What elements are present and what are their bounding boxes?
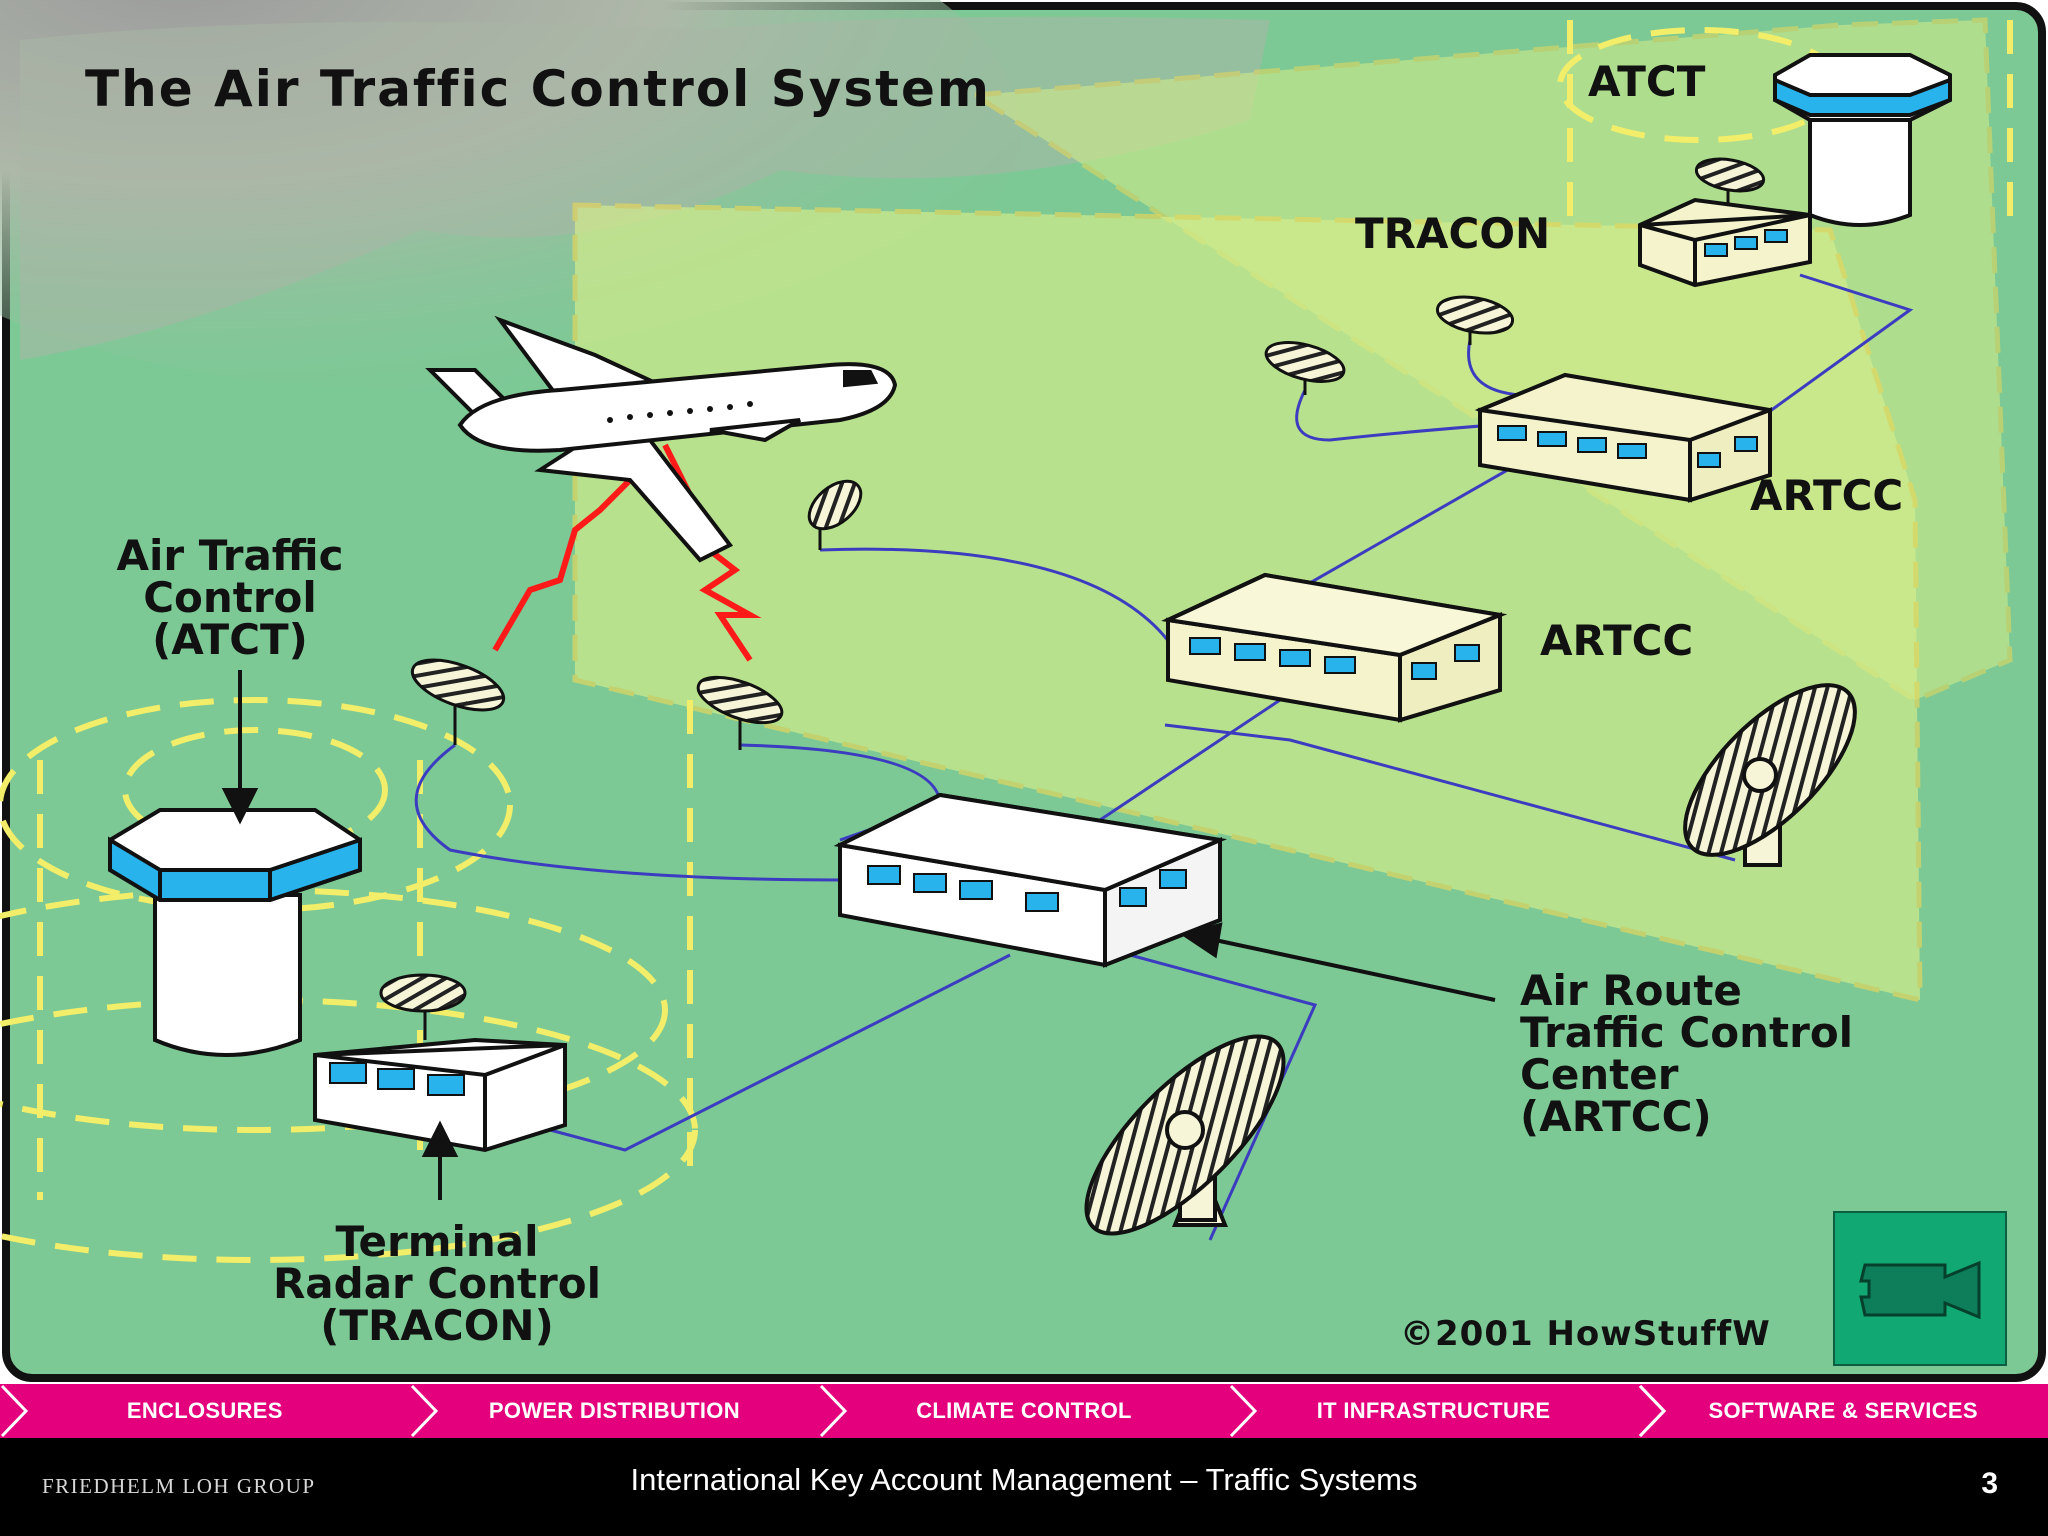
chevron-right-icon (820, 1384, 848, 1438)
label-atct-top: ATCT (1588, 57, 1706, 106)
radar-dish-back (1683, 683, 1857, 867)
tracon-building-lower (313, 1037, 567, 1153)
label-tracon-top: TRACON (1355, 209, 1550, 258)
nav-item-label: IT INFRASTRUCTURE (1316, 1398, 1551, 1423)
label-terminal-radar-line2: Radar Control (273, 1259, 601, 1308)
chevron-right-icon (1229, 1384, 1257, 1438)
antenna-icon (1264, 341, 1346, 395)
artcc-building-middle (1161, 572, 1508, 723)
tracon-building-top (1638, 197, 1812, 288)
video-play-button[interactable] (1833, 1211, 2007, 1366)
nav-item-it-infrastructure[interactable]: IT INFRASTRUCTURE (1229, 1384, 1639, 1438)
label-air-route-line3: Center (1520, 1050, 1679, 1099)
footer-title: International Key Account Management – T… (630, 1462, 1418, 1497)
artcc-building-upper (1474, 372, 1772, 503)
label-terminal-radar-line3: (TRACON) (320, 1301, 554, 1350)
nav-item-label: ENCLOSURES (126, 1398, 283, 1423)
nav-item-label: CLIMATE CONTROL (916, 1398, 1132, 1423)
chevron-right-icon (410, 1384, 438, 1438)
antenna-icon (807, 479, 863, 550)
antenna-icon (379, 973, 467, 1040)
antenna-icon (410, 658, 506, 745)
category-nav-bar: ENCLOSURES POWER DISTRIBUTION CLIMATE CO… (0, 1384, 2048, 1438)
pointer-arrows (221, 670, 1496, 1200)
nav-item-label: POWER DISTRIBUTION (488, 1398, 740, 1423)
chevron-right-icon (1639, 1384, 1667, 1438)
atc-system-diagram: The Air Traffic Control System ATCT TRAC… (0, 0, 2046, 1382)
artcc-building-front (833, 792, 1228, 968)
chevron-right-icon (0, 1384, 29, 1438)
diagram-title: The Air Traffic Control System (85, 60, 991, 118)
company-logo: FRIEDHELM LOH GROUP (42, 1474, 316, 1498)
label-air-traffic-control-line3: (ATCT) (152, 615, 308, 664)
antenna-icon (696, 675, 784, 750)
label-air-route-line1: Air Route (1520, 966, 1742, 1015)
label-air-route-line4: (ARTCC) (1520, 1092, 1712, 1141)
control-tower-lower (108, 808, 362, 1057)
footer-bar (0, 1438, 2048, 1536)
antennas (379, 157, 1766, 1040)
label-artcc-middle: ARTCC (1540, 616, 1693, 665)
page-number: 3 (1981, 1467, 1998, 1500)
nav-item-climate-control[interactable]: CLIMATE CONTROL (819, 1384, 1229, 1438)
airplane (425, 315, 898, 563)
antenna-icon (1435, 295, 1515, 345)
nav-item-power-distribution[interactable]: POWER DISTRIBUTION (410, 1384, 820, 1438)
label-air-route-line2: Traffic Control (1520, 1008, 1853, 1057)
label-terminal-radar-line1: Terminal (335, 1217, 538, 1266)
video-camera-icon (1859, 1260, 1981, 1320)
nav-item-label: SOFTWARE & SERVICES (1708, 1398, 1978, 1423)
terminal-airspace-rings (0, 20, 2013, 1263)
control-tower-upper (1773, 53, 1952, 227)
nav-item-software-services[interactable]: SOFTWARE & SERVICES (1638, 1384, 2048, 1438)
label-air-traffic-control-line2: Control (143, 573, 317, 622)
copyright-text: ©2001 HowStuffW (1400, 1314, 1771, 1354)
label-artcc-upper: ARTCC (1750, 471, 1903, 520)
label-air-traffic-control-line1: Air Traffic (116, 531, 343, 580)
nav-item-enclosures[interactable]: ENCLOSURES (0, 1384, 410, 1438)
radar-dish-front (1084, 1034, 1286, 1236)
